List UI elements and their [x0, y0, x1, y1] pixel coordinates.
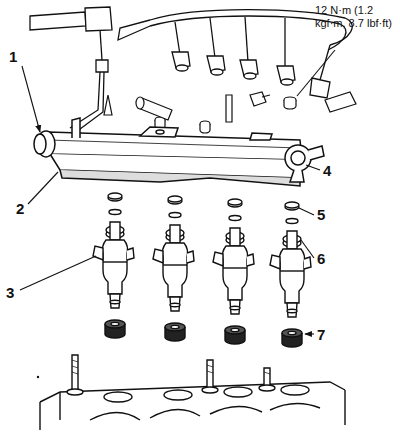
torque-spec: 12 N·m (1.2 kgf·m, 8.7 lbf·ft)	[315, 4, 397, 29]
callout-number: 7	[317, 326, 325, 343]
callout-number: 3	[6, 284, 14, 301]
callout-number: 1	[9, 48, 17, 65]
callout-number: 5	[317, 206, 325, 223]
callout-number: 4	[323, 162, 331, 179]
callout-number: 6	[317, 250, 325, 267]
callout-number: 2	[16, 200, 24, 217]
